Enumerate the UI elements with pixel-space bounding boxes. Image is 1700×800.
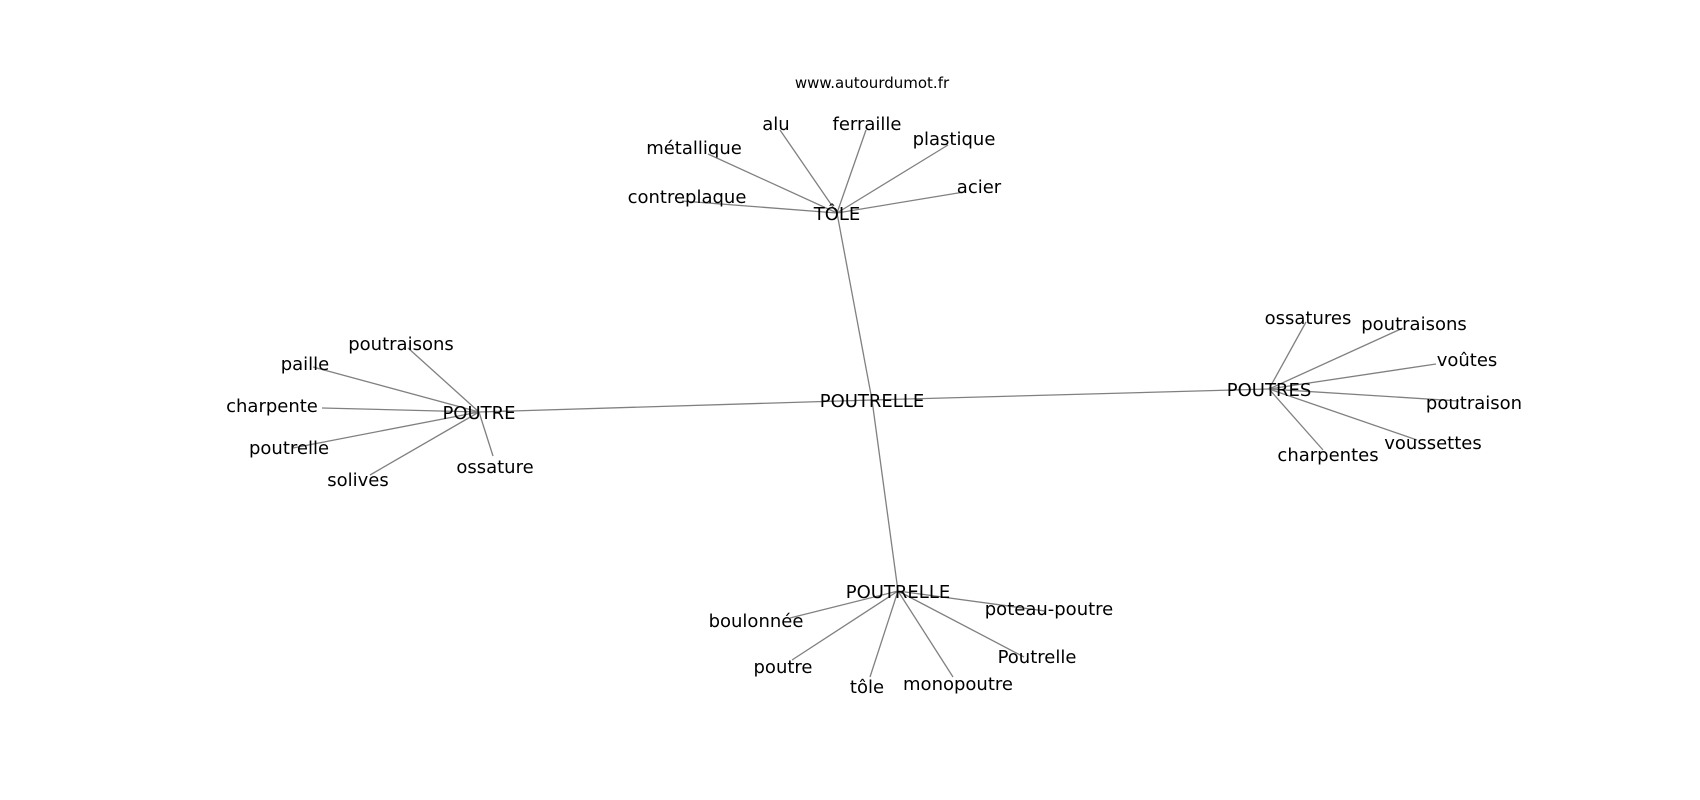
leaf-node-label: ferraille xyxy=(832,114,901,135)
leaf-node-label: poutraisons xyxy=(348,334,454,355)
leaf-node-label: solives xyxy=(327,470,389,491)
edge-center-to-poutrelle xyxy=(871,399,899,592)
edges xyxy=(292,129,1460,678)
leaf-node-label: poutrelle xyxy=(249,438,329,459)
leaf-node-label: voussettes xyxy=(1384,433,1481,454)
edge-poutrelle-leaf xyxy=(791,590,899,661)
edge-poutrelle-leaf xyxy=(897,590,1046,612)
leaf-node-label: poutraisons xyxy=(1361,314,1467,335)
center-node-label: POUTRELLE xyxy=(820,391,925,412)
hub-node-label-poutre: POUTRE xyxy=(442,403,515,424)
leaf-node-label: ossatures xyxy=(1265,308,1352,329)
edge-poutrelle-leaf xyxy=(897,590,954,678)
edge-poutres-leaf xyxy=(1268,388,1324,451)
edge-tole-leaf xyxy=(707,153,838,214)
leaf-node-label: poutre xyxy=(754,657,813,678)
edge-poutre-leaf xyxy=(478,411,494,457)
edge-poutres-leaf xyxy=(1268,327,1404,390)
leaf-node-label: charpente xyxy=(226,396,318,417)
source-watermark: www.autourdumot.fr xyxy=(795,74,950,92)
edge-poutres-leaf xyxy=(1268,363,1437,390)
edge-poutres-leaf xyxy=(1268,388,1418,441)
leaf-node-label: métallique xyxy=(646,138,742,159)
leaf-node-label: poteau-poutre xyxy=(985,599,1114,620)
leaf-node-label: monopoutre xyxy=(903,674,1013,695)
edge-poutrelle-leaf xyxy=(789,590,899,619)
hub-node-label-tole: TÔLE xyxy=(813,203,861,225)
leaf-node-label: plastique xyxy=(913,129,996,150)
labels: www.autourdumot.fr POUTRELLE TÔLE alu ferra… xyxy=(226,74,1522,698)
edge-poutre-leaf xyxy=(312,366,480,413)
leaf-node-label: voûtes xyxy=(1437,350,1498,371)
leaf-node-label: acier xyxy=(957,177,1002,198)
edge-poutrelle-leaf xyxy=(897,590,1025,658)
edge-center-to-poutres xyxy=(871,388,1270,401)
edge-tole-leaf xyxy=(681,200,838,214)
edge-poutres-leaf xyxy=(1268,388,1460,402)
leaf-node-label: alu xyxy=(762,114,789,135)
hub-node-label-poutres: POUTRES xyxy=(1227,380,1312,401)
edge-poutrelle-leaf xyxy=(869,590,899,678)
edge-poutre-leaf xyxy=(407,347,480,413)
leaf-node-label: poutraison xyxy=(1426,393,1522,414)
edge-tole-leaf xyxy=(836,191,965,214)
edge-tole-leaf xyxy=(836,129,867,214)
leaf-node-label: contreplaque xyxy=(628,187,747,208)
edge-tole-leaf xyxy=(836,144,949,214)
edge-tole-leaf xyxy=(779,129,838,214)
edge-center-to-tole xyxy=(836,212,873,401)
leaf-node-label: charpentes xyxy=(1277,445,1378,466)
edge-poutre-leaf xyxy=(321,407,480,413)
edge-poutre-leaf xyxy=(292,411,480,449)
leaf-node-label: ossature xyxy=(456,457,533,478)
hub-node-label-poutrelle: POUTRELLE xyxy=(846,582,951,603)
leaf-node-label: tôle xyxy=(850,677,884,698)
leaf-node-label: boulonnée xyxy=(709,611,804,632)
leaf-node-label: paille xyxy=(281,354,330,375)
edge-poutres-leaf xyxy=(1268,321,1307,390)
edge-center-to-poutre xyxy=(478,399,873,413)
edge-poutre-leaf xyxy=(369,411,480,476)
leaf-node-label: Poutrelle xyxy=(998,647,1077,668)
